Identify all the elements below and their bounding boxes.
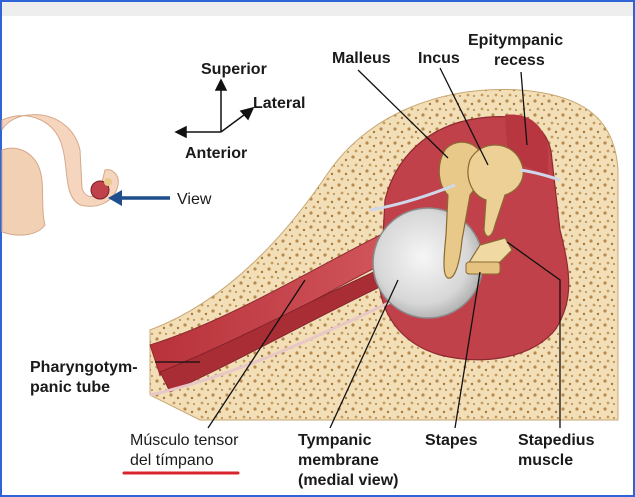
- epitympanic-label-line1: Epitympanic: [468, 32, 563, 49]
- malleus-label: Malleus: [332, 50, 391, 67]
- tensor-leader: [207, 279, 306, 429]
- tympanic-leader: [329, 279, 399, 429]
- stapes-footplate: [465, 261, 501, 275]
- epitympanic-leader: [520, 71, 528, 146]
- tympanic-label-line3: (medial view): [298, 472, 398, 489]
- inset-ear-illustration: [1, 114, 119, 236]
- top-shade: [2, 2, 633, 16]
- orientation-compass: [174, 78, 255, 139]
- stapes-label: Stapes: [425, 432, 478, 449]
- view-label: View: [177, 191, 212, 208]
- stapedius-label-line2: muscle: [518, 452, 573, 469]
- superior-label: Superior: [201, 61, 267, 78]
- ligament-strand-2: [519, 168, 561, 182]
- epitympanic-label-line2: recess: [494, 52, 545, 69]
- pharyngotympanic-label-line2: panic tube: [30, 379, 110, 396]
- stapes-leader: [454, 271, 481, 429]
- pharyngotympanic-label-line1: Pharyngotym-: [30, 359, 138, 376]
- lateral-label: Lateral: [253, 95, 305, 112]
- view-arrow-head: [108, 190, 122, 206]
- incus-label: Incus: [418, 50, 460, 67]
- stapedius-label-line1: Stapedius: [518, 432, 595, 449]
- incus-bone: [467, 144, 524, 237]
- anterior-label: Anterior: [185, 145, 247, 162]
- ligament-strand: [369, 183, 456, 212]
- tensor-label-line2: del tímpano: [130, 452, 214, 469]
- incus-leader: [439, 67, 489, 166]
- malleus-leader: [357, 69, 449, 159]
- tympanic-label-line2: membrane: [298, 452, 379, 469]
- tensor-label-line1: Músculo tensor: [130, 432, 239, 449]
- tympanic-label-line1: Tympanic: [298, 432, 372, 449]
- tube-lower-wall: [149, 298, 396, 397]
- stapedius-leader: [506, 241, 561, 428]
